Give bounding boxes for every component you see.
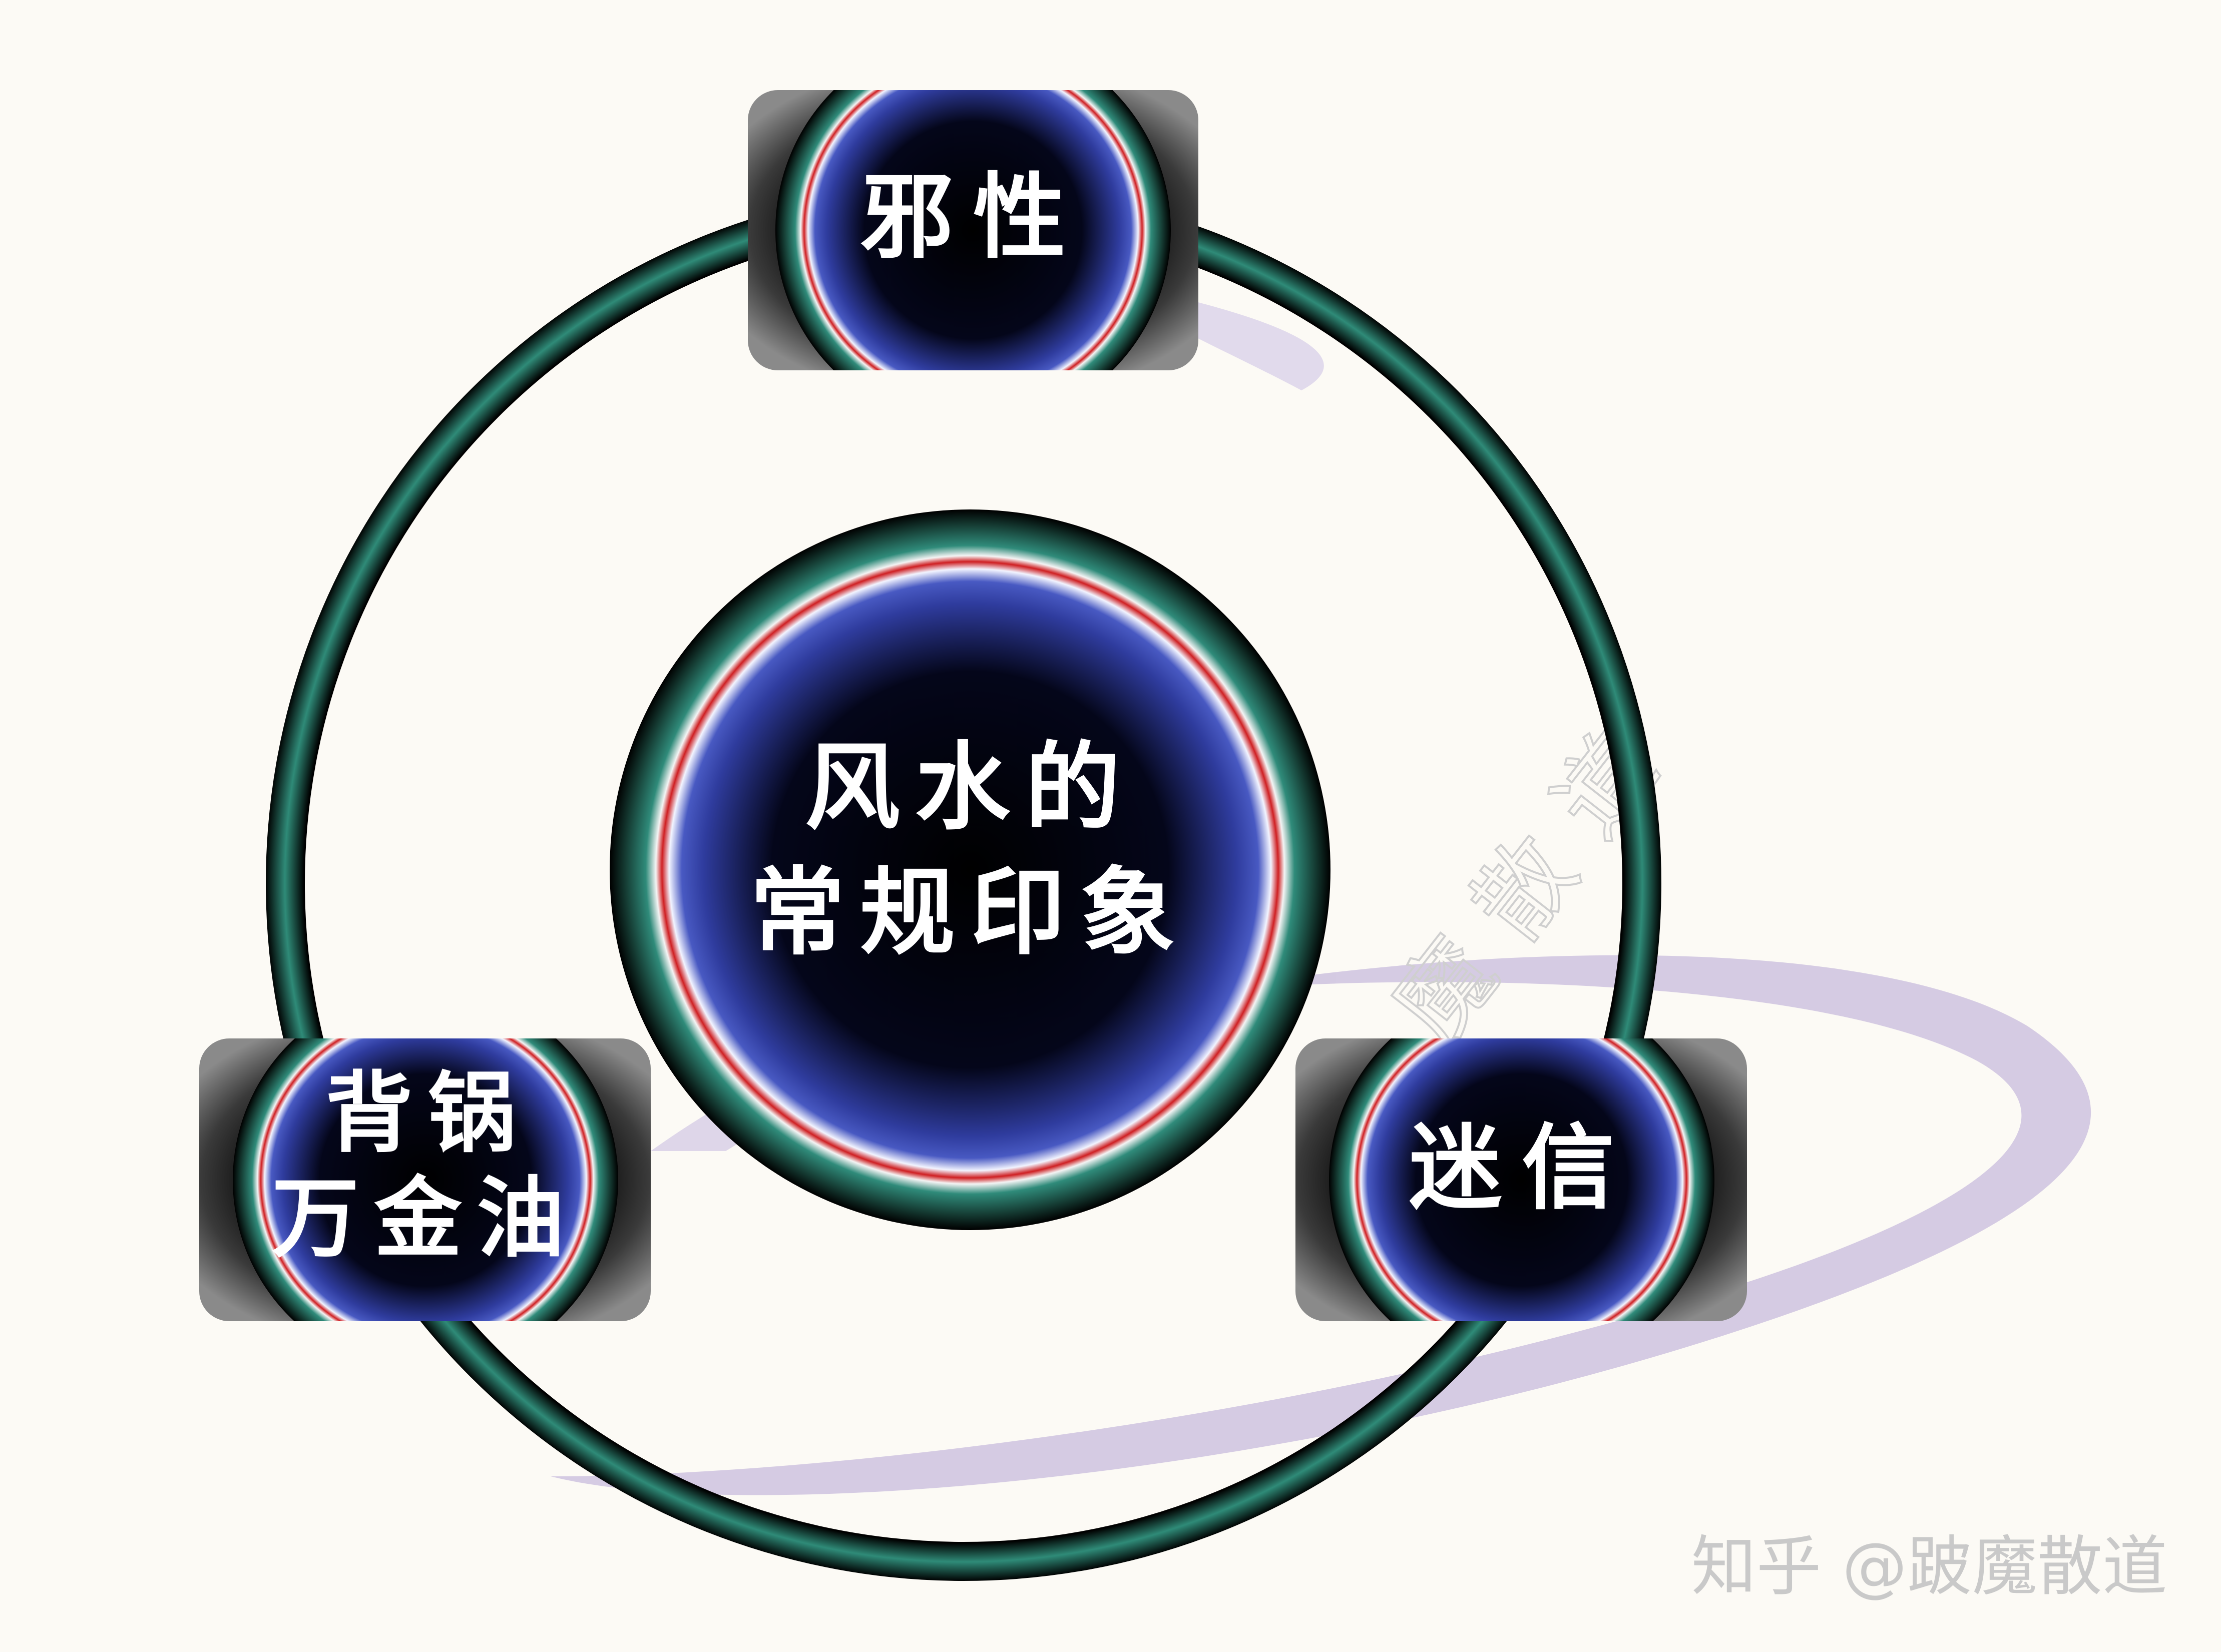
center-node: 风水的 常规印象: [610, 509, 1330, 1230]
left-node-line1: 背锅: [325, 1062, 531, 1165]
right-node: 迷信: [1295, 1038, 1747, 1321]
attribution-watermark: 知乎 @跛魔散道: [1691, 1528, 2167, 1604]
left-node: 背锅 万金油: [199, 1038, 651, 1321]
right-node-label: 迷信: [1409, 1113, 1634, 1222]
top-node: 邪性: [748, 90, 1198, 370]
top-node-label: 邪性: [860, 162, 1086, 271]
center-node-line1: 风水的: [805, 731, 1135, 843]
center-node-line2: 常规印象: [750, 856, 1190, 968]
left-node-line2: 万金油: [272, 1167, 580, 1270]
